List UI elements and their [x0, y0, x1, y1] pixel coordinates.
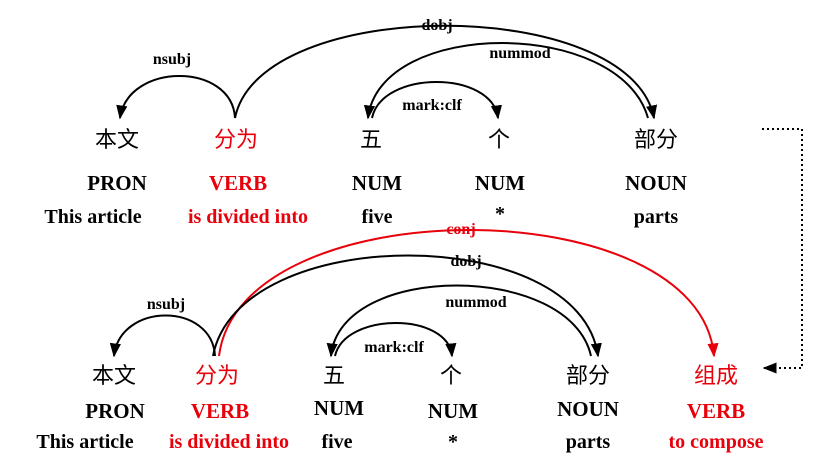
bottom-pos-2: NUM — [314, 396, 364, 420]
arc-top-dobj — [234, 24, 658, 120]
top-glosses: This article is divided into five * part… — [44, 203, 678, 228]
bottom-pos-3: NUM — [428, 399, 478, 423]
top-arcs — [116, 24, 658, 120]
arc-top-nsubj — [116, 75, 236, 120]
bottom-word-4: 部分 — [566, 364, 610, 389]
top-gloss-3: * — [495, 203, 505, 225]
bottom-gloss-0: This article — [36, 431, 133, 453]
bottom-words: 本文 分为 五 个 部分 组成 — [92, 364, 738, 389]
top-word-4: 部分 — [634, 128, 678, 153]
bottom-arcs — [109, 229, 719, 358]
arc-bottom-dobj — [212, 254, 602, 358]
bottom-gloss-5: to compose — [669, 431, 764, 453]
top-word-2: 五 — [360, 128, 382, 153]
bottom-glosses: This article is divided into five * part… — [36, 431, 763, 453]
top-pos-1: VERB — [209, 171, 267, 195]
top-gloss-2: five — [361, 206, 392, 228]
arc-top-mark-clf — [371, 81, 502, 120]
transform-connector — [762, 128, 803, 374]
top-word-0: 本文 — [95, 128, 139, 153]
bottom-gloss-4: parts — [566, 431, 611, 453]
bottom-pos-tags: PRON VERB NUM NUM NOUN VERB — [85, 396, 745, 423]
arc-label-bottom-conj: conj — [446, 221, 475, 238]
top-pos-tags: PRON VERB NUM NUM NOUN — [87, 171, 687, 195]
top-word-3: 个 — [488, 128, 510, 153]
bottom-word-3: 个 — [440, 364, 462, 389]
bottom-word-5: 组成 — [694, 364, 738, 389]
arc-bottom-nsubj — [109, 314, 216, 358]
bottom-gloss-3: * — [448, 431, 458, 453]
arc-label-bottom-dobj: dobj — [450, 253, 481, 270]
bottom-pos-1: VERB — [191, 399, 249, 423]
arc-label-bottom-markclf: mark:clf — [364, 339, 424, 356]
arc-bottom-conj — [218, 229, 719, 358]
top-pos-2: NUM — [352, 171, 402, 195]
bottom-word-1: 分为 — [195, 364, 239, 389]
top-gloss-1: is divided into — [188, 206, 308, 228]
top-gloss-4: parts — [634, 206, 679, 228]
arc-label-top-nummod: nummod — [489, 45, 550, 62]
bottom-pos-4: NOUN — [557, 397, 619, 421]
top-words: 本文 分为 五 个 部分 — [95, 128, 678, 153]
arc-top-nummod — [363, 42, 649, 120]
bottom-pos-0: PRON — [85, 399, 145, 423]
arc-label-top-nsubj: nsubj — [153, 51, 191, 68]
arc-label-bottom-nummod: nummod — [445, 294, 506, 311]
top-gloss-0: This article — [44, 206, 141, 228]
top-pos-3: NUM — [475, 171, 525, 195]
top-word-1: 分为 — [214, 128, 258, 153]
bottom-word-0: 本文 — [92, 364, 136, 389]
arc-label-top-dobj: dobj — [421, 17, 452, 34]
bottom-word-2: 五 — [323, 364, 345, 389]
arc-bottom-mark-clf — [334, 322, 457, 358]
bottom-pos-5: VERB — [687, 399, 745, 423]
bottom-gloss-2: five — [321, 431, 352, 453]
arc-label-top-markclf: mark:clf — [402, 97, 462, 114]
top-pos-0: PRON — [87, 171, 147, 195]
arc-bottom-nummod — [326, 284, 592, 358]
arc-label-bottom-nsubj: nsubj — [147, 296, 185, 313]
bottom-gloss-1: is divided into — [169, 431, 289, 453]
top-pos-4: NOUN — [625, 171, 687, 195]
